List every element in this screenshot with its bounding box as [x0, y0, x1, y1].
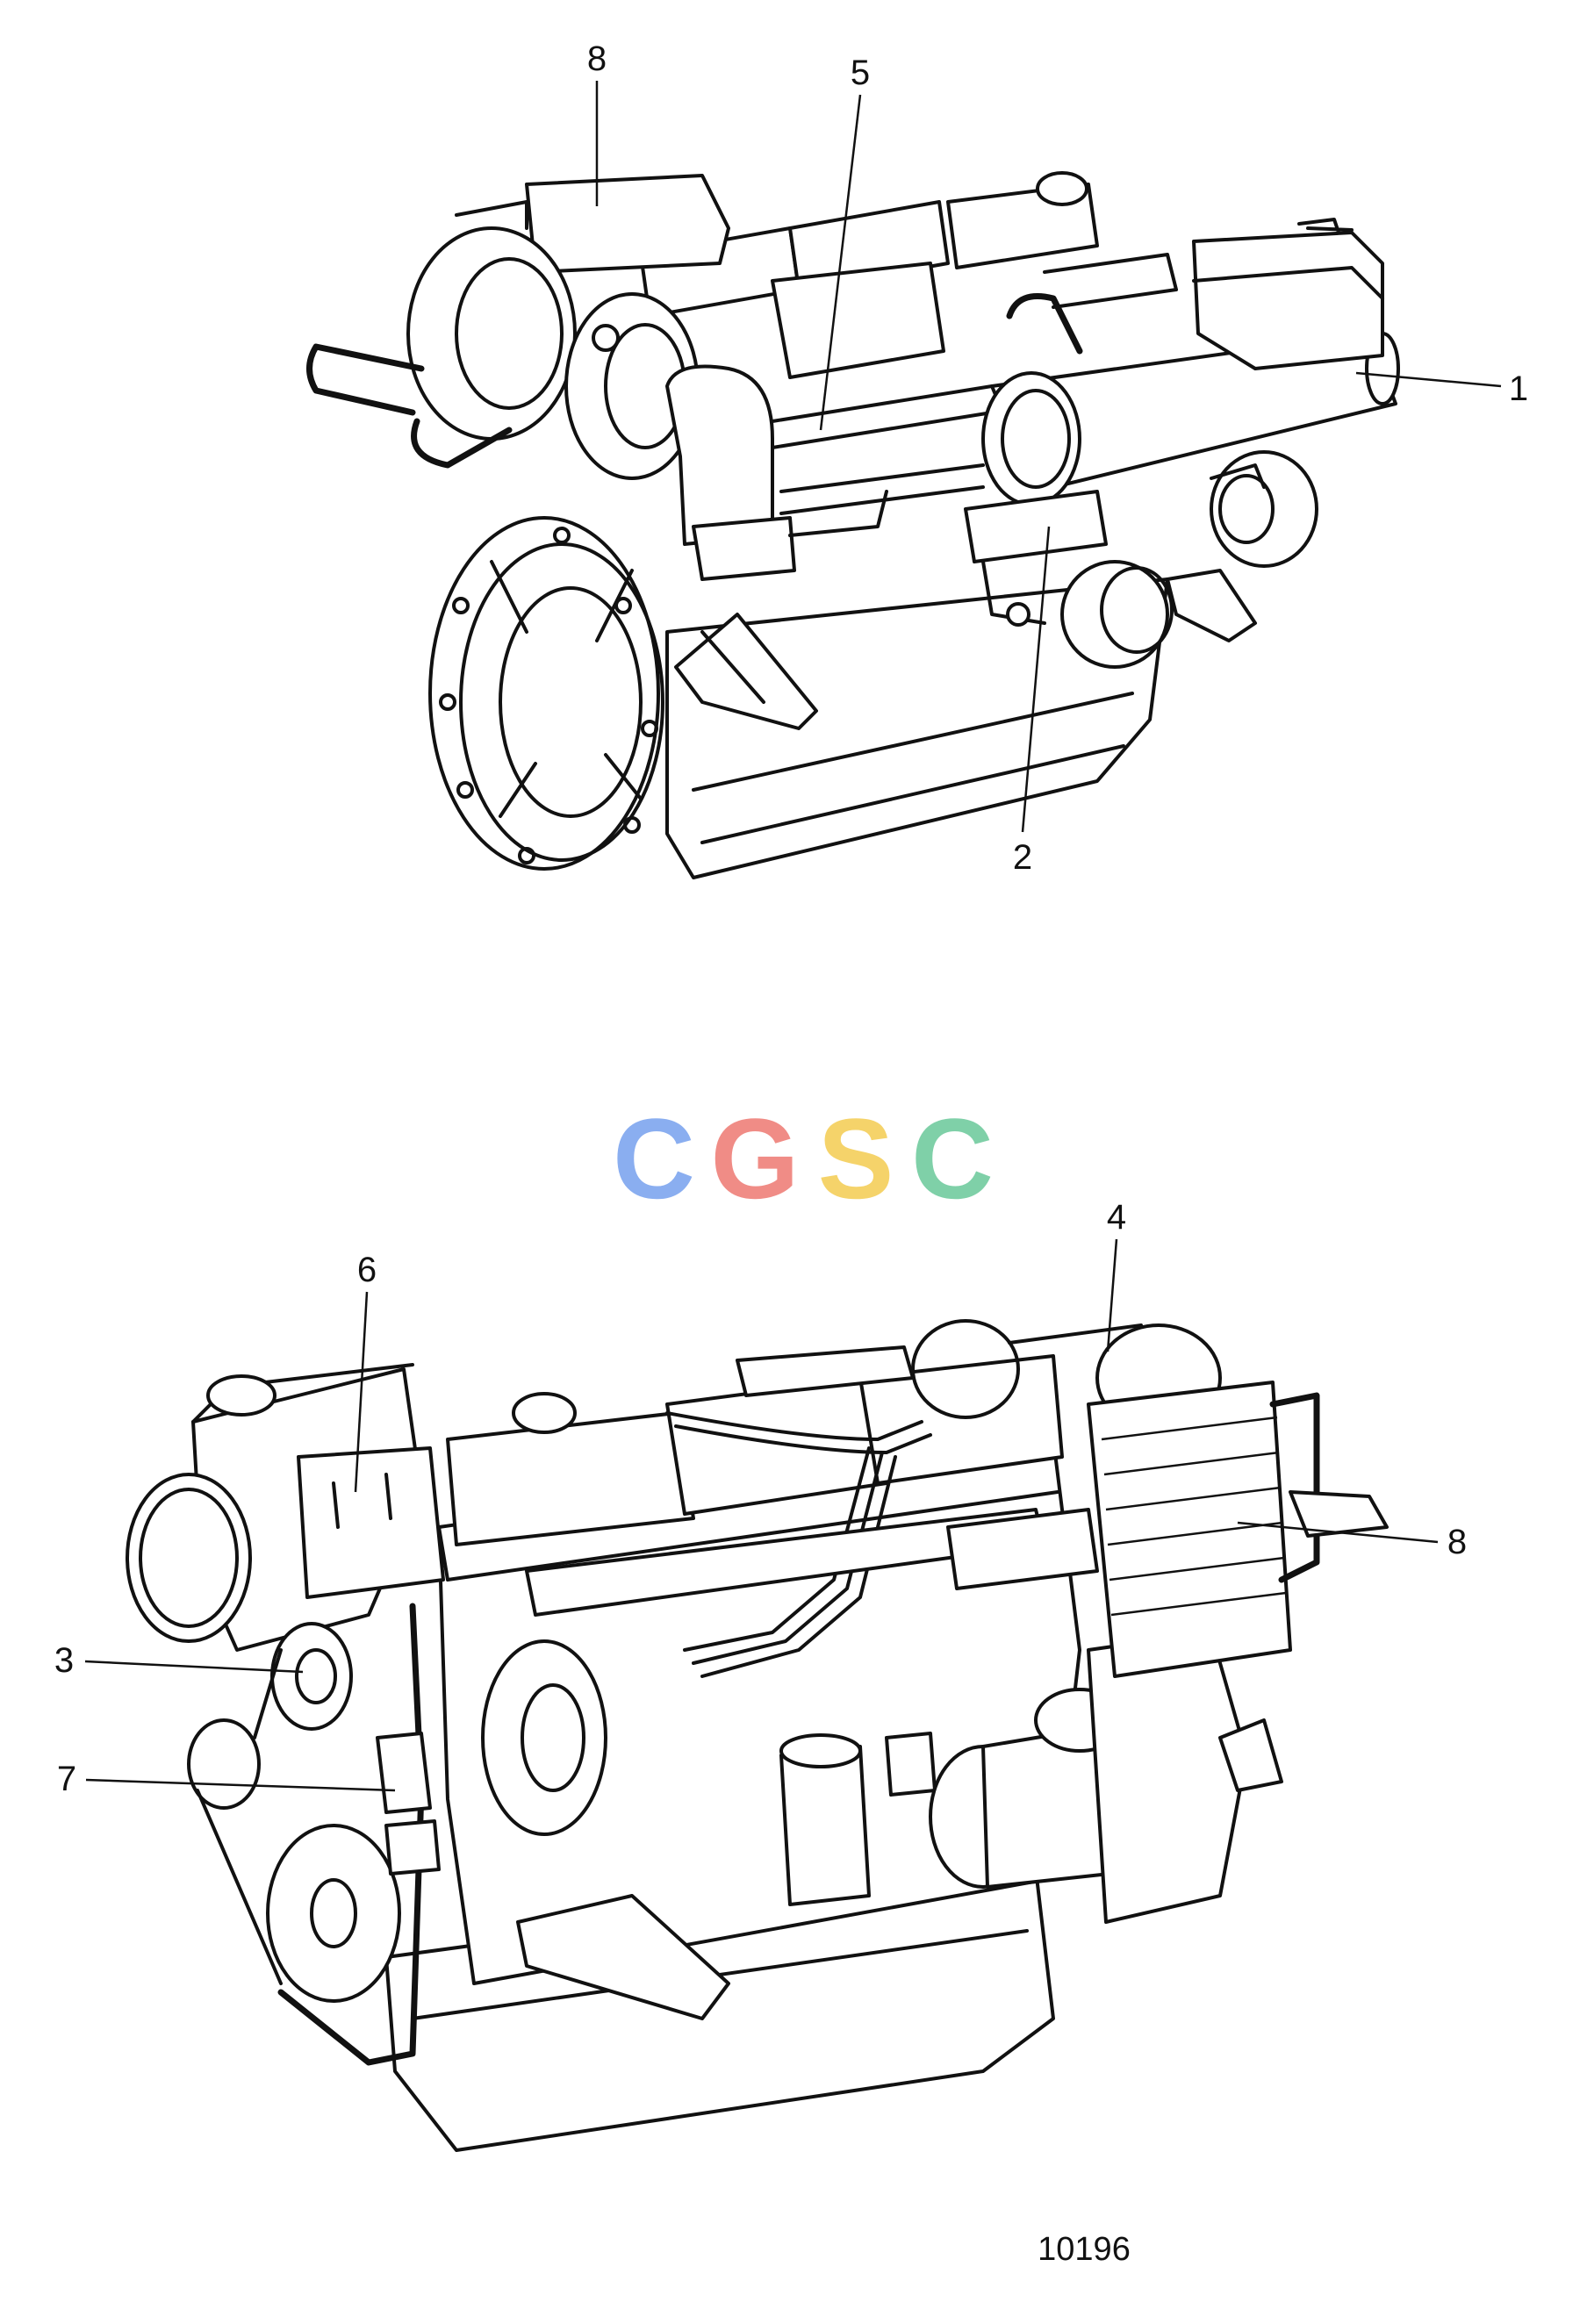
figure-number: 10196	[1038, 2231, 1131, 2268]
callout-bottom-7: 7	[57, 1760, 76, 1798]
oil-filler-cap	[512, 1392, 577, 1434]
rocker-cover	[771, 262, 945, 379]
callout-top-5: 5	[851, 54, 870, 92]
callout-bottom-3: 3	[54, 1641, 74, 1680]
crankshaft-pulley	[266, 1824, 401, 2003]
turbocharger	[406, 226, 577, 441]
air-intake-box	[525, 174, 730, 274]
callout-top-1: 1	[1509, 369, 1528, 408]
charge-air-cooler	[1087, 1381, 1292, 1678]
callout-bottom-8: 8	[1447, 1523, 1467, 1561]
callout-bottom-6: 6	[357, 1251, 377, 1289]
alternator	[1210, 450, 1318, 568]
callout-bottom-4: 4	[1107, 1198, 1126, 1237]
logo-letter-3: S	[818, 1094, 894, 1223]
thermostat-housing	[297, 1446, 445, 1599]
callout-top-8: 8	[587, 39, 607, 78]
logo-letter-1: C	[613, 1094, 695, 1223]
top-engine-illustration	[306, 171, 1400, 879]
top-callouts: 8 5 1 2	[587, 39, 1528, 877]
mounting-bracket	[964, 490, 1108, 563]
logo-letter-4: C	[911, 1094, 994, 1223]
expansion-tank	[1192, 231, 1384, 370]
logo-letter-2: G	[710, 1094, 799, 1223]
flywheel-housing	[428, 516, 660, 871]
oil-filter	[779, 1745, 871, 1906]
water-pump-pulley	[270, 1622, 353, 1731]
bottom-engine-illustration	[126, 1319, 1389, 2152]
watermark-logo: C G S C	[613, 1094, 994, 1223]
callout-top-2: 2	[1013, 838, 1032, 877]
bottom-callouts: 6 4 8 3 7	[54, 1198, 1467, 1798]
engine-mount	[516, 1894, 730, 2020]
